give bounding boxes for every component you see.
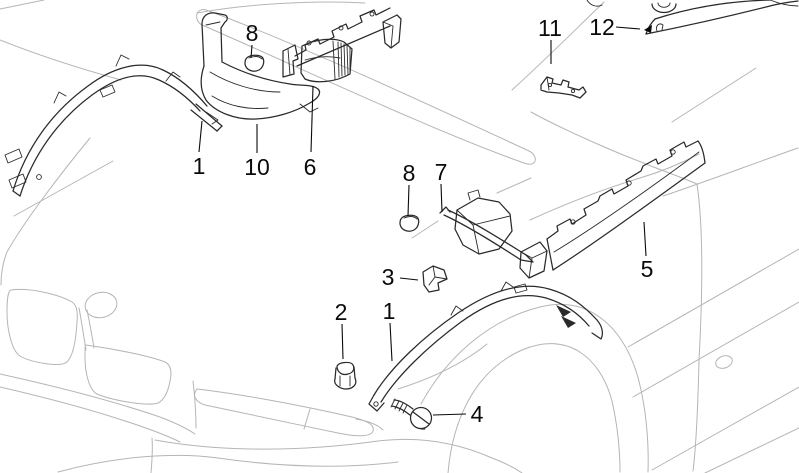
headlight bbox=[194, 388, 374, 437]
callout-leader-line bbox=[389, 322, 393, 362]
callout-number: 5 bbox=[641, 256, 654, 282]
callout-leader-line bbox=[310, 85, 314, 153]
callout-11: 11 bbox=[538, 15, 562, 64]
part-4-screw bbox=[390, 398, 433, 430]
kidney-grille-right bbox=[84, 344, 172, 405]
callout-leader-line bbox=[198, 120, 203, 153]
part-11-bracket bbox=[540, 76, 587, 99]
callout-leader-line bbox=[341, 323, 344, 360]
callout-number: 10 bbox=[244, 154, 270, 180]
callout-leader-line bbox=[440, 183, 443, 213]
part-8-grommet-upper bbox=[244, 54, 265, 72]
part-1-wheel-arch-trim-upper bbox=[4, 54, 223, 197]
part-8-grommet-lower bbox=[399, 214, 420, 232]
callout-leader-line bbox=[407, 184, 410, 217]
callout-number: 4 bbox=[471, 401, 484, 427]
callout-number: 12 bbox=[589, 14, 615, 40]
part-5-bracket-rail bbox=[519, 140, 706, 279]
callout-leader-line bbox=[399, 277, 419, 281]
callout-number: 1 bbox=[383, 298, 396, 324]
callout-arrowhead bbox=[644, 25, 652, 33]
callout-6: 6 bbox=[304, 85, 317, 180]
callout-number: 7 bbox=[435, 159, 448, 185]
part-3-clip bbox=[422, 265, 448, 293]
callout-10: 10 bbox=[244, 124, 270, 180]
kidney-grille-left bbox=[6, 288, 78, 365]
callout-leader-line bbox=[615, 26, 641, 30]
callout-5: 5 bbox=[641, 221, 654, 282]
callout-leader-line bbox=[250, 44, 253, 59]
callout-number: 11 bbox=[538, 15, 562, 41]
callout-number: 8 bbox=[403, 160, 416, 186]
callout-leader-line bbox=[643, 221, 647, 257]
washer-grommet bbox=[651, 3, 677, 14]
part-1-wheel-arch-trim-lower bbox=[368, 281, 603, 412]
callout-number: 6 bbox=[304, 154, 317, 180]
callout-4: 4 bbox=[432, 401, 484, 427]
callout-number: 2 bbox=[335, 299, 348, 325]
callout-leader-line bbox=[432, 413, 467, 416]
callout-8: 8 bbox=[246, 20, 259, 59]
door-handle bbox=[715, 355, 733, 369]
callout-3: 3 bbox=[382, 264, 419, 290]
callout-number: 3 bbox=[382, 264, 395, 290]
callout-2: 2 bbox=[335, 299, 348, 360]
part-2-nut bbox=[334, 361, 357, 390]
foam-pad bbox=[300, 38, 353, 83]
part-10-bracket bbox=[200, 12, 321, 120]
callout-1: 1 bbox=[383, 298, 396, 362]
part-6-cover-rail bbox=[282, 7, 402, 83]
callout-12: 12 bbox=[589, 14, 652, 40]
callout-number: 8 bbox=[246, 20, 259, 46]
bmw-roundel bbox=[84, 291, 118, 319]
part-7-seal-strip bbox=[439, 189, 534, 263]
callout-number: 1 bbox=[193, 153, 206, 179]
part-12-trim-panel bbox=[586, 0, 799, 35]
callout-1: 1 bbox=[193, 120, 206, 179]
callout-7: 7 bbox=[435, 159, 448, 213]
callout-8: 8 bbox=[403, 160, 416, 217]
